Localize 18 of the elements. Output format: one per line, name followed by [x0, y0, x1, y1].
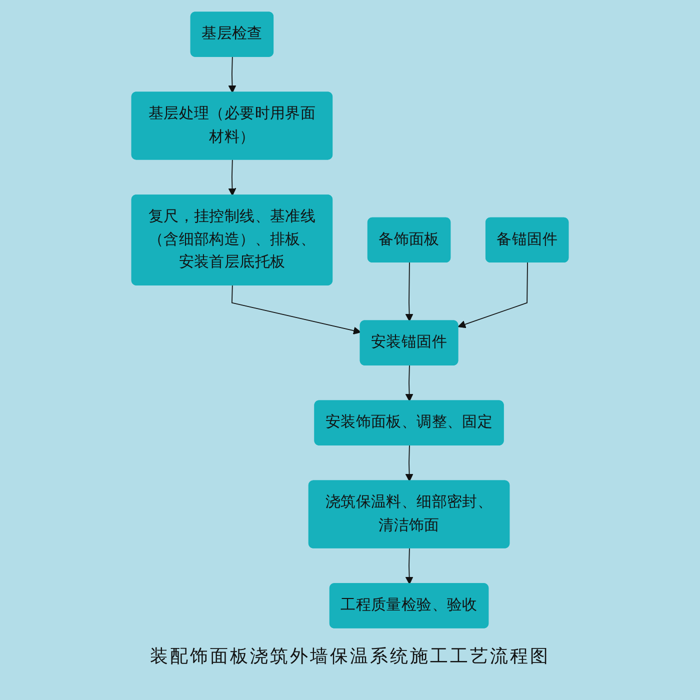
process-box: 工程质量检验、验收 — [329, 583, 489, 628]
process-box: 基层处理（必要时用界面材料） — [131, 92, 333, 160]
arrow — [228, 159, 236, 196]
caption: 装配饰面板浇筑外墙保温系统施工工艺流程图 — [150, 645, 550, 668]
arrow — [405, 364, 414, 402]
process-box: 安装锚固件 — [360, 320, 458, 366]
process-box: 浇筑保温料、细部密封、清洁饰面 — [308, 480, 510, 548]
arrow — [232, 284, 362, 334]
process-box: 安装饰面板、调整、固定 — [314, 400, 504, 446]
arrow — [228, 56, 236, 93]
arrow — [405, 444, 414, 482]
process-box: 复尺，挂控制线、基准线（含细部构造）、排板、安装首层底托板 — [131, 194, 333, 286]
arrow — [405, 548, 414, 584]
process-box: 备锚固件 — [485, 217, 569, 263]
arrow — [458, 262, 528, 328]
arrow — [405, 262, 414, 322]
process-box: 备饰面板 — [367, 217, 451, 263]
process-box: 基层检查 — [190, 12, 274, 57]
